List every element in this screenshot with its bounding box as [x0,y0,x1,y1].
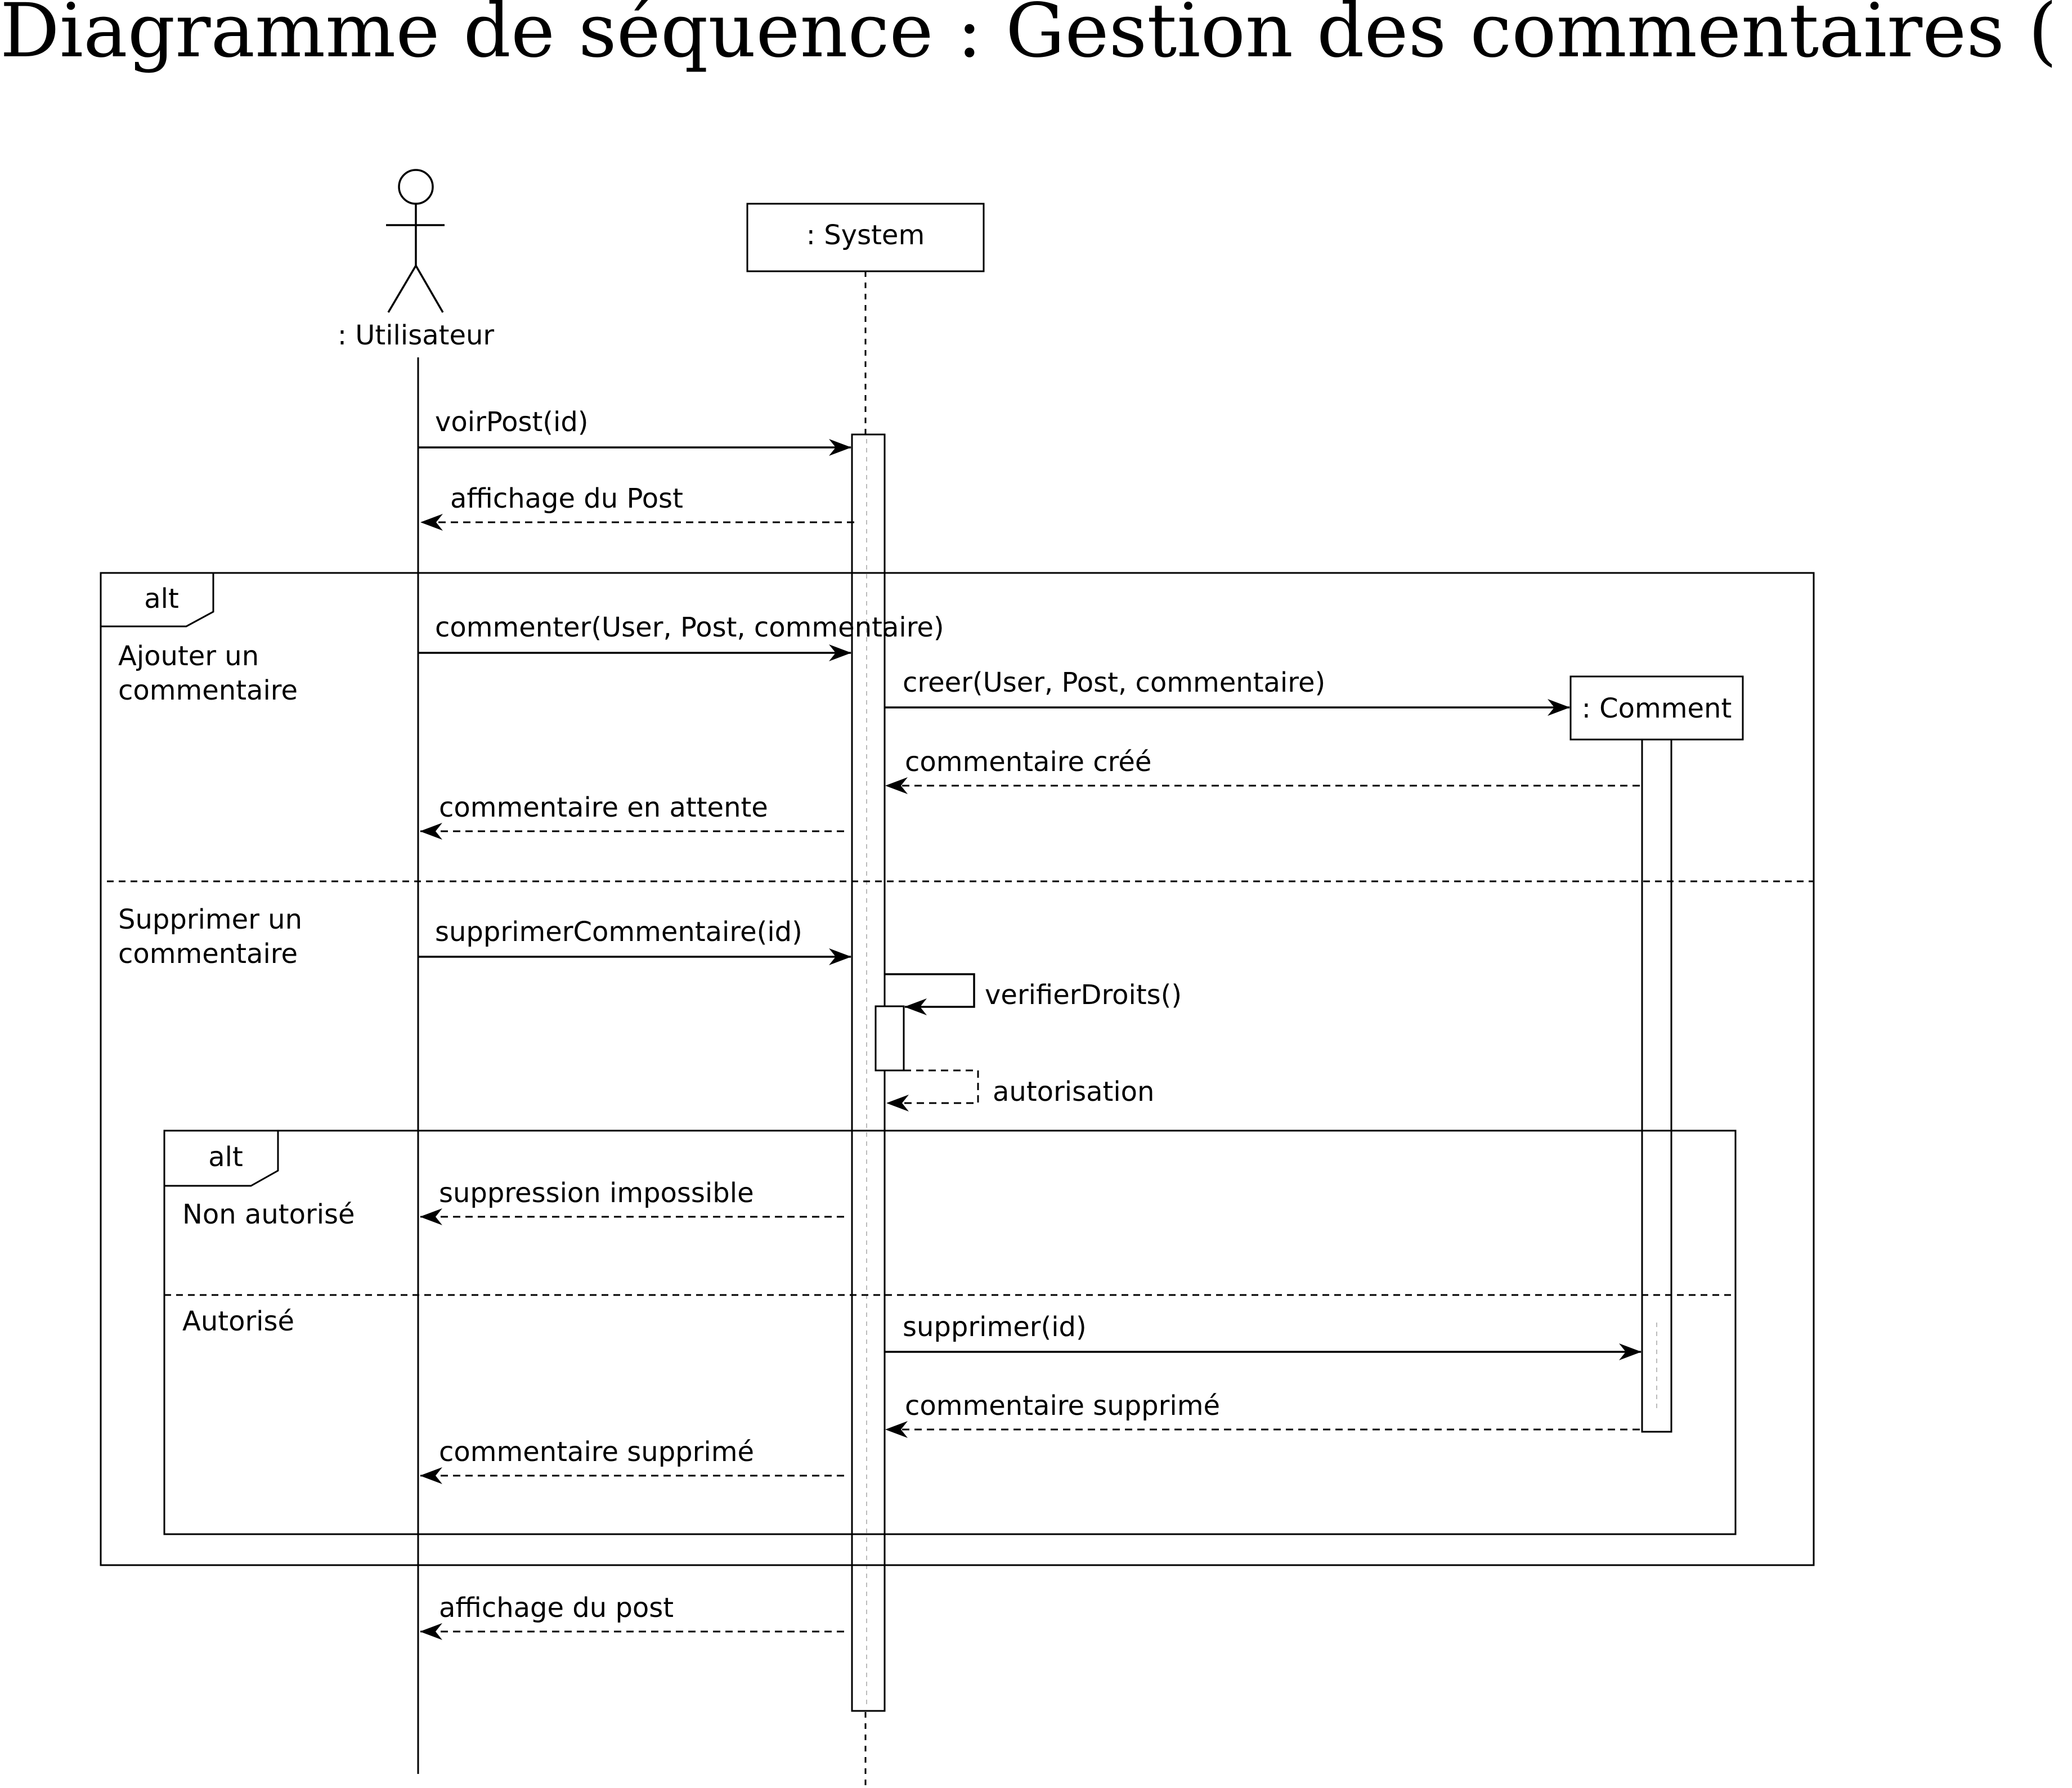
return-affichage-du-post: affichage du Post [420,483,854,531]
guard-autorise: Autorisé [182,1306,294,1337]
diagram-title: Diagramme de séquence : Gestion des comm… [0,0,2072,74]
message-label: autorisation [993,1076,1154,1108]
message-commenter: commenter(User, Post, commentaire) [418,612,944,661]
message-label: commentaire créé [905,746,1151,778]
return-affichage-du-post-final: affichage du post [420,1592,844,1640]
comment-activation-bar [1641,738,1672,1433]
message-label: supprimer(id) [903,1311,1087,1343]
alt-operator-label: alt [144,583,179,615]
system-nested-activation-bar [874,1005,905,1072]
guard-supprimer-line1: Supprimer un [118,904,302,935]
return-commentaire-cree: commentaire créé [885,746,1640,794]
message-label: commentaire supprimé [439,1436,754,1468]
alt-fragment-outer: alt Ajouter un commentaire Supprimer un … [100,572,1815,1566]
self-message-verifier-droits: verifierDroits() [885,973,1182,1015]
alt-fragment-inner: alt Non autorisé Autorisé [163,1130,1737,1535]
participant-system: : System [746,203,985,272]
participant-system-label: : System [806,219,925,251]
message-label: commentaire en attente [439,792,768,823]
message-label: verifierDroits() [985,979,1182,1011]
message-label: supprimerCommentaire(id) [435,916,802,948]
guard-ajouter-line2: commentaire [118,675,298,706]
self-return-autorisation: autorisation [886,1069,1154,1112]
guard-supprimer-line2: commentaire [118,938,298,970]
message-label: commentaire supprimé [905,1390,1220,1422]
return-suppression-impossible: suppression impossible [420,1177,844,1225]
message-supprimer: supprimer(id) [885,1311,1642,1360]
actor-label: : Utilisateur [338,320,495,351]
system-activation-bar [851,433,886,1712]
guard-non-autorise: Non autorisé [182,1199,355,1230]
participant-comment: : Comment [1569,675,1744,741]
return-commentaire-supprime-user: commentaire supprimé [420,1436,844,1484]
participant-comment-label: : Comment [1582,693,1732,724]
return-commentaire-en-attente: commentaire en attente [420,792,844,840]
message-creer: creer(User, Post, commentaire) [885,667,1570,716]
message-label: affichage du post [439,1592,674,1624]
message-supprimer-commentaire: supprimerCommentaire(id) [418,916,851,965]
actor-head-icon [398,169,434,205]
message-voirpost: voirPost(id) [418,406,851,456]
actor-utilisateur: : Utilisateur [338,169,495,351]
alt-operator-label: alt [208,1141,243,1173]
message-label: voirPost(id) [435,406,589,438]
message-label: creer(User, Post, commentaire) [903,667,1325,698]
guard-ajouter-line1: Ajouter un [118,640,259,672]
message-label: suppression impossible [439,1177,754,1209]
return-commentaire-supprime-comment: commentaire supprimé [885,1390,1640,1438]
message-label: affichage du Post [450,483,683,514]
message-label: commenter(User, Post, commentaire) [435,612,944,643]
